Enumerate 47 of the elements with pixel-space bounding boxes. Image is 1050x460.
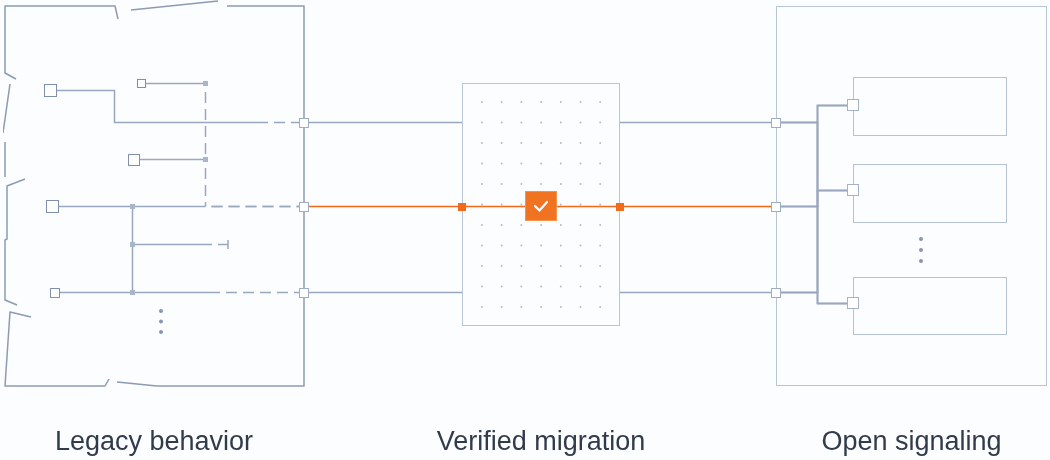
- port-node: [846, 297, 859, 309]
- connector-line: [131, 246, 134, 291]
- module-block: [852, 163, 1007, 223]
- connector-line: [308, 121, 463, 124]
- module-block: [852, 276, 1007, 335]
- port-node: [458, 202, 466, 211]
- panel-heading: Verified migration: [436, 425, 646, 456]
- port-node: [299, 201, 309, 212]
- port-node: [846, 184, 859, 196]
- junction-node: [203, 157, 208, 162]
- module-block: [852, 76, 1007, 136]
- connector-line: [780, 291, 848, 305]
- connector-line: [465, 205, 526, 208]
- check-icon: [524, 191, 557, 221]
- port-node: [771, 287, 781, 298]
- connector-line: [623, 205, 772, 208]
- connector-line: [556, 205, 617, 208]
- port-node: [771, 117, 781, 128]
- junction-node: [130, 290, 135, 295]
- connector-line: [58, 205, 131, 208]
- port-node: [771, 201, 781, 212]
- junction-node: [130, 242, 135, 247]
- connector-line: [59, 291, 131, 294]
- terminal-node: [137, 79, 146, 88]
- terminal-node: [50, 287, 60, 298]
- port-node: [299, 117, 309, 128]
- terminal-node: [128, 153, 140, 166]
- connector-line: [619, 121, 772, 124]
- junction-node: [203, 81, 208, 86]
- terminal-node: [44, 84, 57, 97]
- connector-line: [134, 205, 300, 208]
- terminal-node: [46, 200, 59, 213]
- connector-line: [308, 291, 463, 294]
- port-node: [846, 99, 859, 111]
- connector-line: [131, 208, 134, 243]
- junction-node: [130, 204, 135, 209]
- port-node: [299, 287, 309, 298]
- connector-line: [145, 82, 204, 85]
- port-node: [616, 202, 624, 211]
- connector-line: [139, 158, 204, 161]
- panel-heading: Open signaling: [821, 425, 1002, 456]
- connector-line: [134, 291, 300, 294]
- connector-line: [134, 239, 229, 250]
- connector-line: [619, 291, 772, 294]
- connector-line: [308, 205, 459, 208]
- connector-line: [56, 89, 300, 124]
- panel-heading: Legacy behavior: [54, 426, 254, 456]
